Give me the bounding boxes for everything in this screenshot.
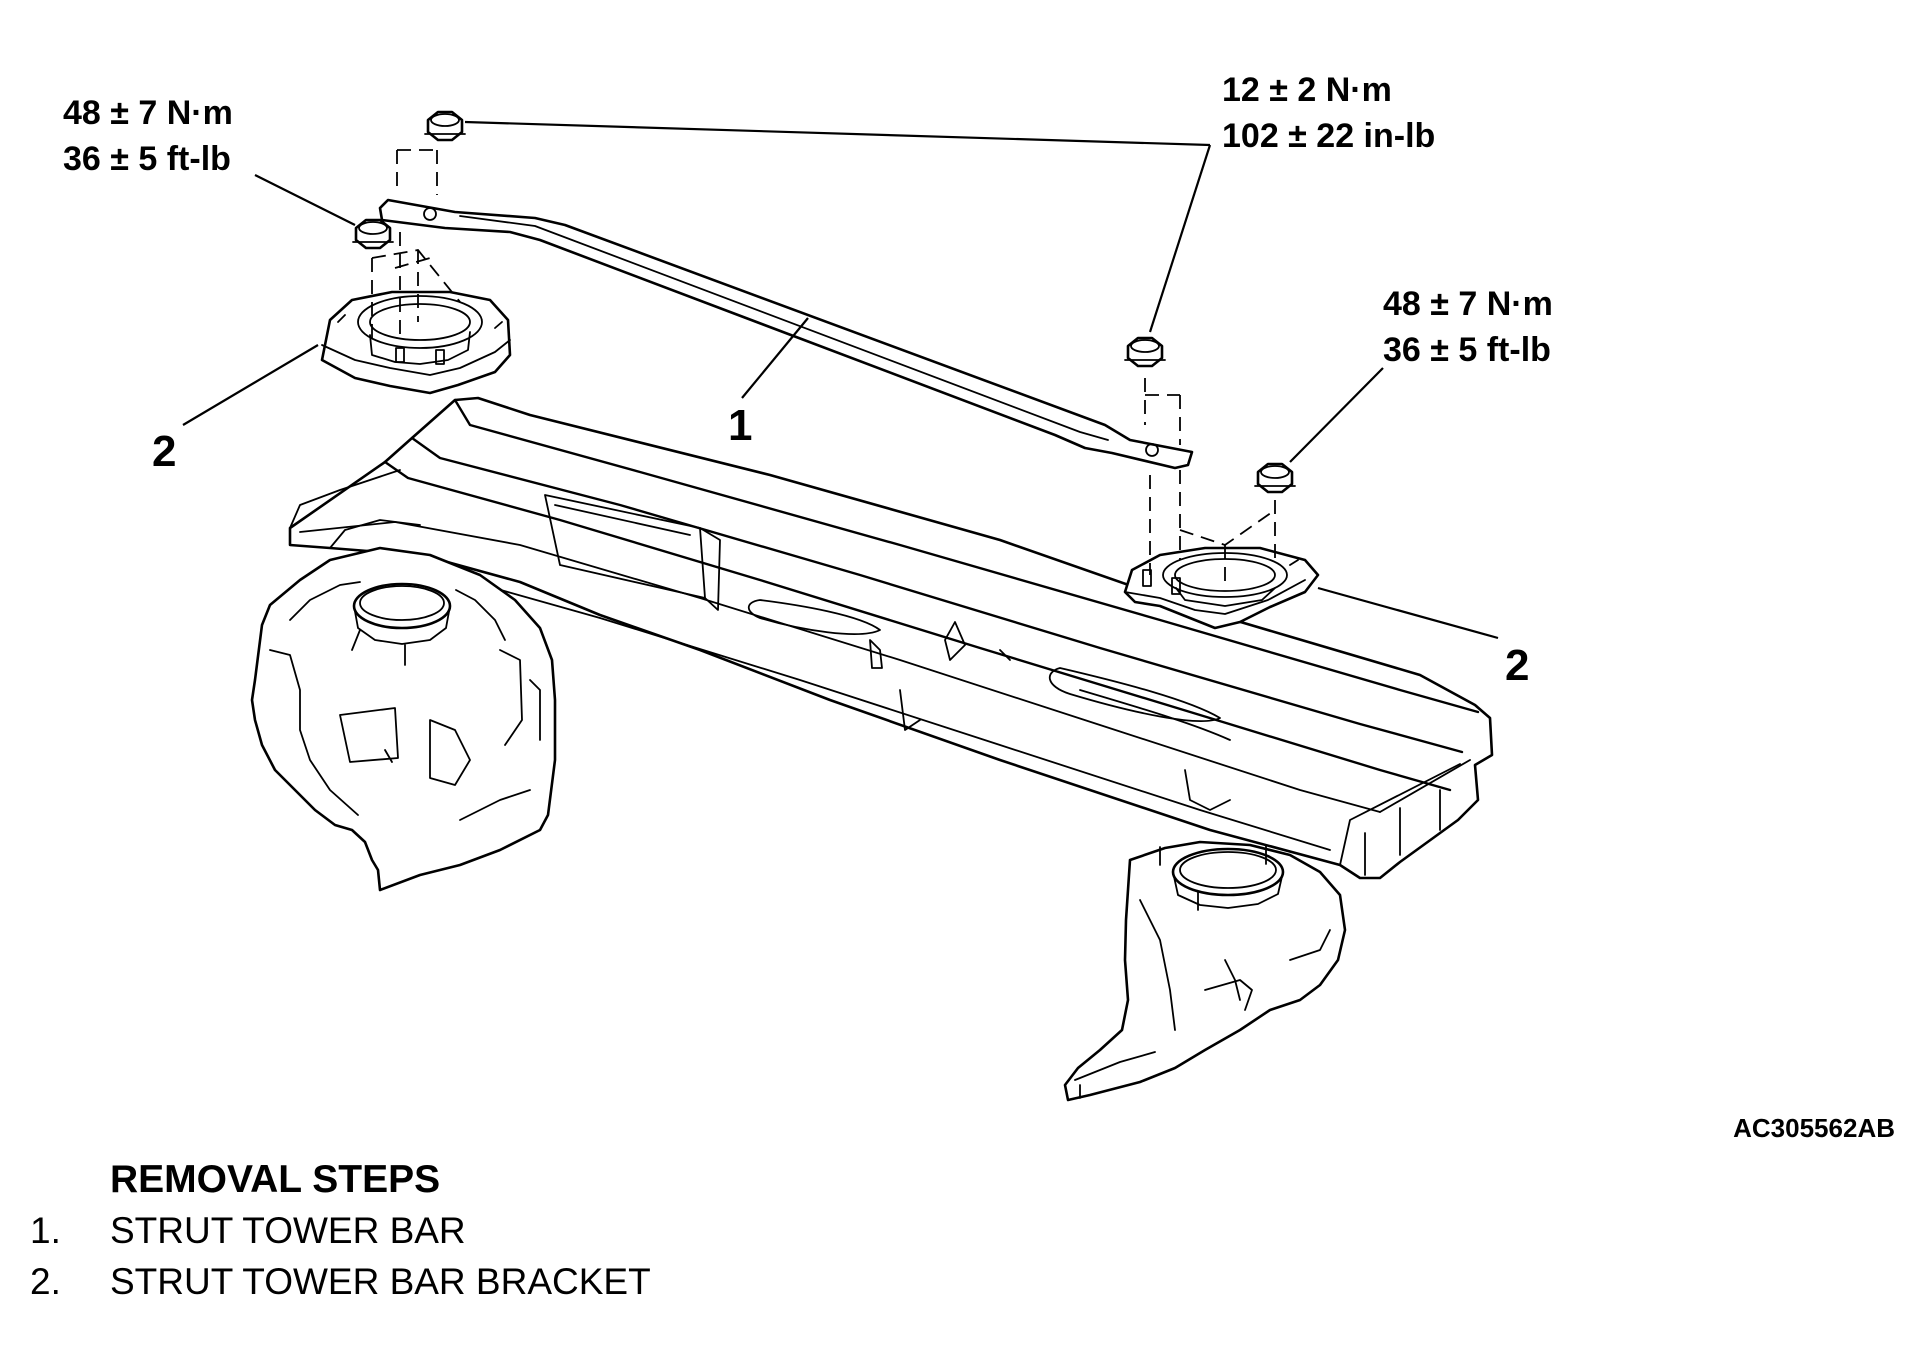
step-number: 2.	[30, 1261, 61, 1302]
removal-steps: REMOVAL STEPS 1. STRUT TOWER BAR 2. STRU…	[30, 1155, 651, 1307]
right-bracket	[1123, 546, 1320, 630]
figure-id: AC305562AB	[1733, 1113, 1895, 1143]
nut-bar-right	[1124, 336, 1166, 368]
torque-left-ftlb: 36 ± 5 ft-lb	[63, 140, 231, 178]
callout-1-strut-tower-bar: 1	[728, 401, 752, 450]
left-strut-tower	[250, 546, 557, 892]
nut-bar-left	[424, 110, 466, 142]
leader-lines	[182, 120, 1499, 640]
nut-right-bracket	[1254, 462, 1296, 494]
torque-left-nm: 48 ± 7 N·m	[63, 94, 233, 132]
step-label: STRUT TOWER BAR BRACKET	[110, 1261, 651, 1302]
torque-bar-nm: 12 ± 2 N·m	[1222, 71, 1392, 109]
strut-tower-bar	[378, 198, 1194, 470]
torque-bar-inlb: 102 ± 22 in-lb	[1222, 117, 1435, 155]
torque-right-nm: 48 ± 7 N·m	[1383, 285, 1553, 323]
removal-step-2: 2. STRUT TOWER BAR BRACKET	[30, 1256, 651, 1307]
right-strut-tower	[1063, 840, 1347, 1102]
step-number: 1.	[30, 1210, 61, 1251]
nut-left-bracket	[352, 218, 394, 250]
callout-2-left-bracket: 2	[152, 427, 176, 476]
torque-right-ftlb: 36 ± 5 ft-lb	[1383, 331, 1551, 369]
assembly-lines	[371, 149, 1276, 585]
left-bracket	[320, 290, 512, 395]
removal-steps-list: 1. STRUT TOWER BAR 2. STRUT TOWER BAR BR…	[30, 1205, 651, 1307]
removal-steps-heading: REMOVAL STEPS	[110, 1158, 441, 1201]
removal-step-1: 1. STRUT TOWER BAR	[30, 1205, 651, 1256]
step-label: STRUT TOWER BAR	[110, 1210, 466, 1251]
cowl-panel	[288, 396, 1494, 880]
callout-2-right-bracket: 2	[1505, 641, 1529, 690]
